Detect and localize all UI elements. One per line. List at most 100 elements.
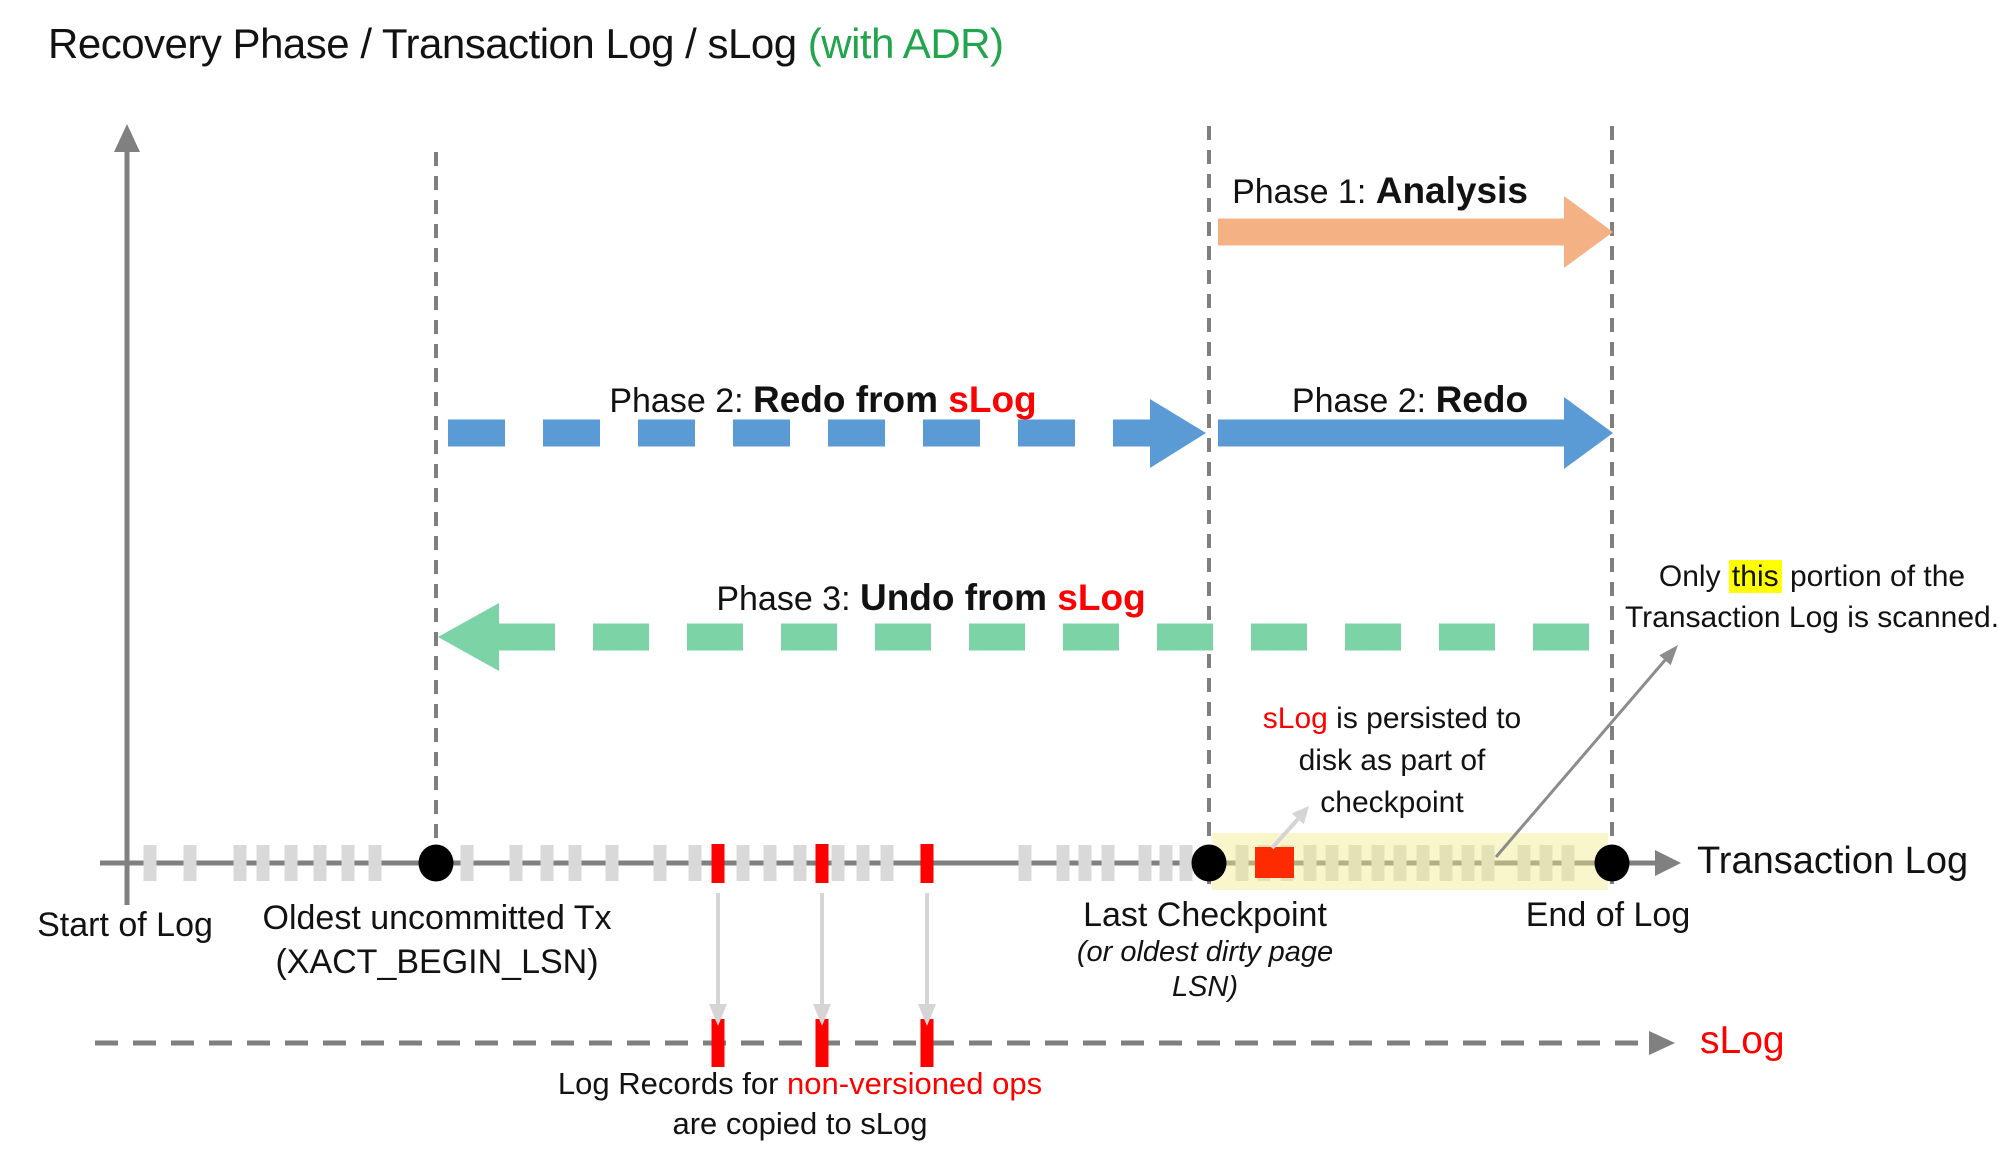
title-accent: (with ADR) xyxy=(807,20,1004,67)
last-checkpoint-dot xyxy=(1191,844,1227,882)
last-checkpoint-sub2: LSN) xyxy=(1171,971,1239,1003)
log-tick-nonversioned xyxy=(815,844,829,883)
y-axis-arrowhead xyxy=(114,124,140,152)
end-of-log-dot xyxy=(1594,844,1630,882)
phase1-prefix: Phase 1: xyxy=(1232,173,1376,211)
log-tick xyxy=(880,845,894,881)
log-tick xyxy=(509,845,523,881)
phase3-undo-from-slog-arrow xyxy=(438,603,1620,671)
slog-tick xyxy=(711,1019,725,1067)
phase3-name: Undo from xyxy=(859,577,1058,618)
log-tick xyxy=(1138,845,1152,881)
persist-note-rest: is persisted to xyxy=(1327,702,1522,735)
persist-note-line3: checkpoint xyxy=(1320,786,1464,819)
page-title: Recovery Phase / Transaction Log / sLog … xyxy=(48,20,1004,68)
log-tick xyxy=(1303,845,1317,881)
log-tick-nonversioned xyxy=(920,844,934,883)
phase2-redo-from-slog-arrow xyxy=(448,399,1206,468)
log-tick xyxy=(368,845,382,881)
log-tick xyxy=(256,845,270,881)
log-tick xyxy=(1517,845,1531,881)
slog-tick xyxy=(815,1019,829,1067)
log-tick xyxy=(1393,845,1407,881)
transaction-log-label: Transaction Log xyxy=(1697,840,1969,882)
log-tick xyxy=(1056,845,1070,881)
persist-note-line1: sLog is persisted to xyxy=(1263,698,1521,740)
copy-arrow-head xyxy=(709,1004,727,1026)
scan-note-post: portion of the xyxy=(1781,560,1966,593)
log-tick xyxy=(856,845,870,881)
slog-axis-arrowhead xyxy=(1649,1031,1675,1055)
phase2-slog-label: Phase 2: Redo from sLog xyxy=(609,379,1036,421)
slog-ticks xyxy=(711,1019,934,1067)
log-tick xyxy=(183,845,197,881)
log-tick xyxy=(341,845,355,881)
log-tick xyxy=(143,845,157,881)
log-tick xyxy=(1348,845,1362,881)
scan-note-line2: Transaction Log is scanned. xyxy=(1624,601,2000,634)
phase3-accent: sLog xyxy=(1057,577,1146,618)
log-tick xyxy=(460,845,474,881)
scan-note-arrow xyxy=(1494,645,1678,858)
phase2-redo-arrow xyxy=(1218,397,1613,469)
log-tick xyxy=(313,845,327,881)
log-tick xyxy=(653,845,667,881)
phase2-slog-accent: sLog xyxy=(948,379,1037,420)
phase1-analysis-arrow xyxy=(1218,196,1613,268)
log-tick xyxy=(1371,845,1385,881)
log-tick xyxy=(1439,845,1453,881)
last-checkpoint-line1: Last Checkpoint xyxy=(1083,896,1327,934)
phase2-prefix: Phase 2: xyxy=(1291,382,1436,420)
log-tick xyxy=(831,845,845,881)
log-ticks xyxy=(143,844,1575,883)
last-checkpoint-label: Last Checkpoint (or oldest dirty page LS… xyxy=(1077,896,1333,1005)
persist-note-line2: disk as part of xyxy=(1298,744,1486,777)
log-tick xyxy=(763,845,777,881)
log-tick xyxy=(1235,845,1249,881)
copy-note: Log Records for non-versioned ops are co… xyxy=(558,1064,1042,1144)
scan-note-line1: Only this portion of the xyxy=(1625,556,1999,597)
log-tick xyxy=(1325,845,1339,881)
slog-label: sLog xyxy=(1700,1019,1785,1062)
scan-note-highlight: this xyxy=(1728,560,1782,593)
oldest-tx-dot xyxy=(418,844,454,882)
title-main: Recovery Phase / Transaction Log / sLog xyxy=(48,20,808,67)
persist-note-arrow xyxy=(1270,806,1309,850)
log-tick xyxy=(284,845,298,881)
copy-note-line2: are copied to sLog xyxy=(672,1106,928,1141)
phase3-label: Phase 3: Undo from sLog xyxy=(716,577,1145,619)
copy-note-pre: Log Records for xyxy=(557,1066,788,1101)
log-tick xyxy=(688,845,702,881)
log-tick xyxy=(233,845,247,881)
end-of-log-label: End of Log xyxy=(1525,896,1691,934)
slog-persist-marker xyxy=(1255,847,1294,878)
log-tick xyxy=(1179,845,1193,881)
log-tick xyxy=(1159,845,1173,881)
log-tick xyxy=(736,845,750,881)
log-tick xyxy=(793,845,807,881)
copy-note-line1: Log Records for non-versioned ops xyxy=(558,1064,1042,1104)
phase3-prefix: Phase 3: xyxy=(716,580,860,618)
phase2-label: Phase 2: Redo xyxy=(1292,379,1528,421)
phase1-name: Analysis xyxy=(1375,170,1528,211)
copy-arrow-head xyxy=(813,1004,831,1026)
log-tick xyxy=(1561,845,1575,881)
start-of-log-label: Start of Log xyxy=(37,906,213,944)
log-tick xyxy=(1539,845,1553,881)
transaction-log-axis-arrowhead xyxy=(1655,850,1681,876)
oldest-tx-line2: (XACT_BEGIN_LSN) xyxy=(275,943,599,981)
log-tick xyxy=(1078,845,1092,881)
log-tick xyxy=(540,845,554,881)
phase2-slog-name: Redo from xyxy=(752,379,949,420)
log-tick xyxy=(1416,845,1430,881)
copy-arrows xyxy=(709,893,936,1026)
phase2-name: Redo xyxy=(1435,379,1529,420)
log-tick xyxy=(605,845,619,881)
log-tick xyxy=(1101,845,1115,881)
copy-arrow-head xyxy=(918,1004,936,1026)
last-checkpoint-sub1: (or oldest dirty page xyxy=(1076,936,1334,968)
log-tick-nonversioned xyxy=(711,844,725,883)
phase2-slog-prefix: Phase 2: xyxy=(609,382,753,420)
